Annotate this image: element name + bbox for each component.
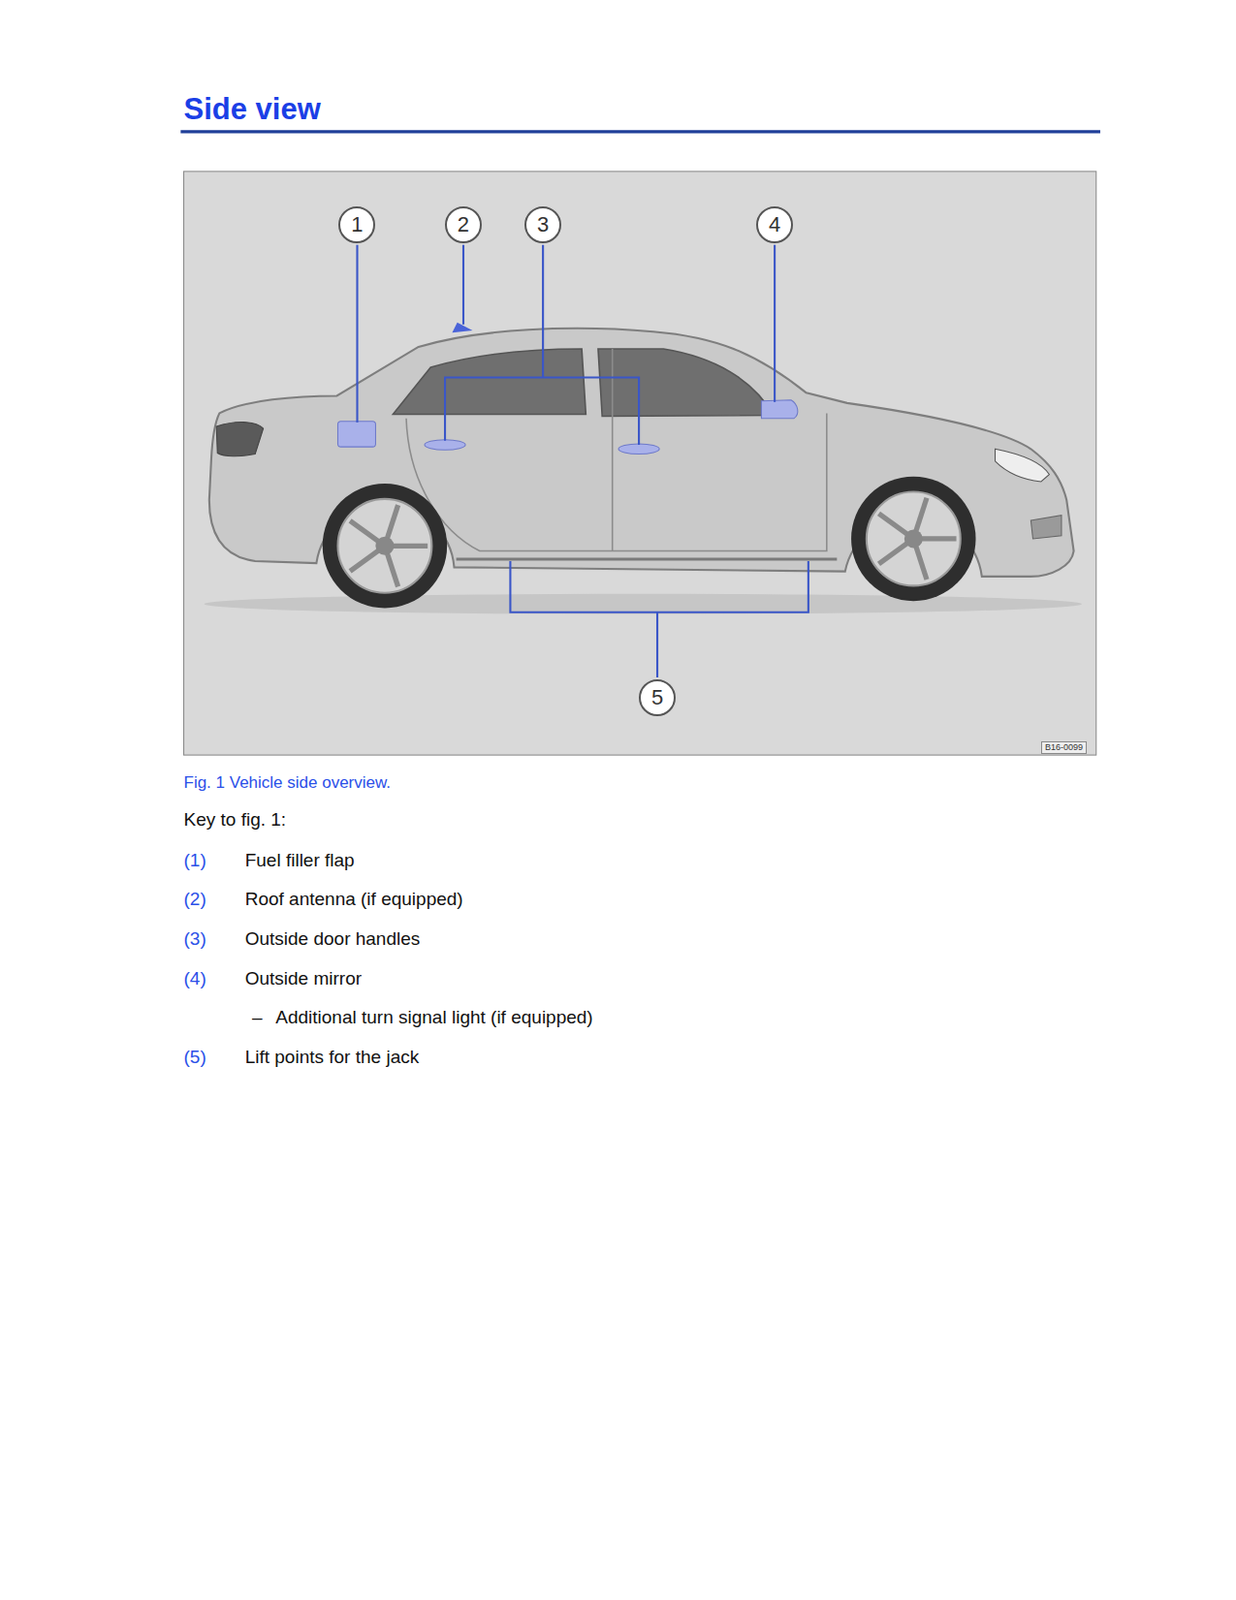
leader-lines bbox=[356, 245, 808, 678]
front-window bbox=[598, 348, 774, 416]
leader-bracket bbox=[444, 245, 639, 445]
sill bbox=[456, 557, 838, 561]
callout-circle: 5 bbox=[638, 679, 676, 717]
door-lines bbox=[406, 348, 827, 551]
door-handle-highlight bbox=[618, 443, 660, 455]
mirror-highlight bbox=[760, 400, 797, 419]
page-title: Side view bbox=[184, 92, 321, 127]
key-heading: Key to fig. 1: bbox=[184, 808, 287, 832]
leader-line bbox=[462, 245, 465, 325]
callout-number: 4 bbox=[768, 214, 781, 236]
key-number: (1) bbox=[184, 849, 207, 873]
rear-wheel bbox=[322, 483, 447, 608]
part-name: Outside mirror bbox=[245, 967, 362, 991]
part-name: Lift points for the jack bbox=[245, 1045, 420, 1070]
part-name: Additional turn signal light (if equippe… bbox=[275, 1006, 593, 1030]
key-number: (2) bbox=[184, 887, 207, 912]
title-rule bbox=[180, 129, 1101, 133]
part-name: Roof antenna (if equipped) bbox=[245, 887, 464, 912]
figure-frame bbox=[184, 171, 1097, 756]
key-number: (5) bbox=[184, 1045, 207, 1070]
key-number: (4) bbox=[184, 967, 207, 991]
part-name: Outside door handles bbox=[245, 927, 421, 951]
callout-circle: 2 bbox=[444, 206, 482, 244]
figure-code: B16-0099 bbox=[1041, 741, 1087, 755]
leader-bracket bbox=[509, 561, 808, 678]
leader-line bbox=[773, 245, 776, 403]
door-handle-highlight bbox=[424, 440, 466, 451]
front-wheel bbox=[851, 476, 976, 602]
callout-number: 2 bbox=[457, 214, 470, 236]
fog-light bbox=[1030, 515, 1062, 539]
part-name: Fuel filler flap bbox=[245, 849, 355, 873]
key-number: (3) bbox=[184, 927, 207, 951]
tail-light bbox=[216, 422, 263, 457]
scaled-artwork bbox=[180, 131, 1101, 756]
callout-circle: 3 bbox=[524, 206, 562, 244]
headlight bbox=[995, 448, 1050, 482]
callout-number: 1 bbox=[350, 214, 363, 236]
callout-circle: 4 bbox=[756, 206, 793, 244]
figure-caption: Fig. 1 Vehicle side overview. bbox=[184, 771, 392, 795]
callout-number: 3 bbox=[537, 214, 549, 236]
leader-line bbox=[355, 245, 358, 423]
rear-window bbox=[392, 348, 586, 414]
callout-number: 5 bbox=[651, 687, 664, 709]
fuel-flap-highlight bbox=[337, 421, 376, 447]
callout-circle: 1 bbox=[338, 206, 376, 244]
list-dash: – bbox=[252, 1006, 263, 1030]
